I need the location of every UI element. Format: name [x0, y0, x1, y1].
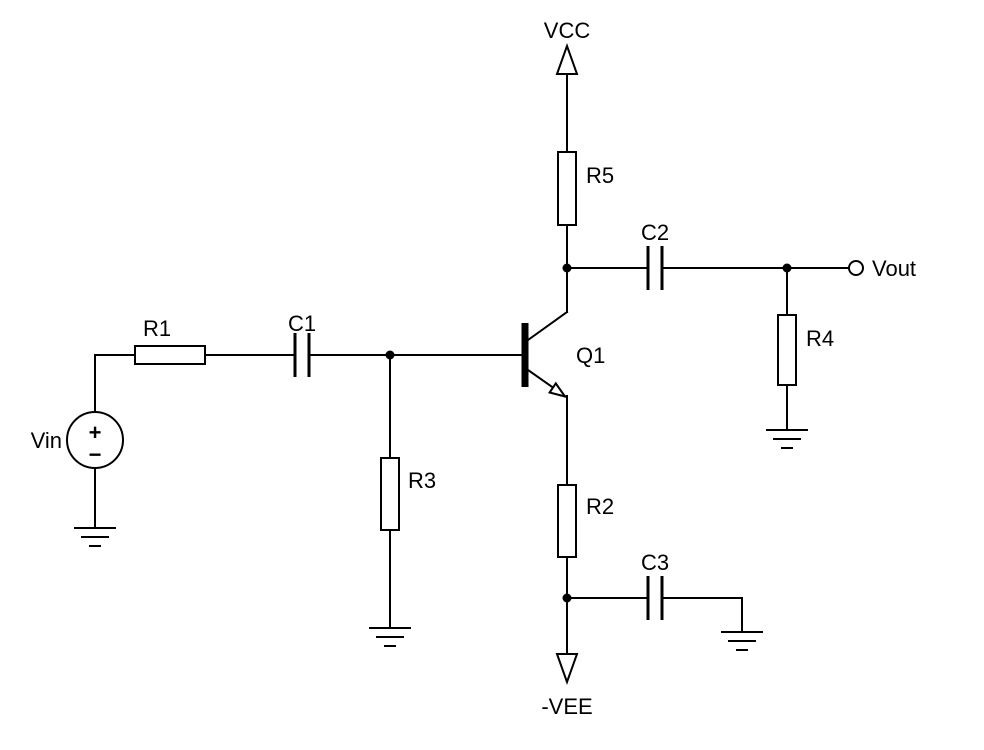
resistor-label: R1 [143, 316, 171, 341]
vout-label: Vout [872, 256, 916, 281]
resistor-r5: R5 [557, 151, 614, 269]
collector-net [562, 263, 649, 313]
minus-sign: − [89, 442, 102, 467]
resistor-label: R2 [586, 494, 614, 519]
resistor-label: R4 [806, 326, 834, 351]
resistor-body [557, 484, 577, 558]
vcc-label: VCC [544, 18, 591, 43]
vin-source: Vin + − [31, 354, 124, 529]
resistor-label: R5 [586, 163, 614, 188]
vout-terminal-icon [848, 260, 864, 276]
resistor-label: R3 [408, 468, 436, 493]
ground-symbol-r4 [766, 429, 808, 449]
output-net: Vout [782, 256, 916, 281]
capacitor-label: C3 [641, 550, 669, 575]
vee-label: -VEE [541, 694, 592, 719]
capacitor-label: C1 [288, 311, 316, 336]
ground-symbol-r3 [369, 627, 411, 647]
resistor-body [557, 151, 577, 226]
ground-symbol-c3 [721, 631, 763, 651]
emitter-arrow-icon [547, 381, 568, 399]
junction-dot [562, 263, 572, 273]
resistor-body [134, 345, 206, 365]
capacitor-c3: C3 [566, 550, 743, 633]
capacitor-label: C2 [641, 220, 669, 245]
transistor-q1: Q1 [521, 310, 605, 399]
ground-symbol-vin [74, 527, 116, 547]
plus-sign: + [89, 420, 102, 445]
resistor-r1: R1 [94, 316, 296, 365]
vee-arrow-icon [555, 653, 579, 685]
vin-label: Vin [31, 428, 62, 453]
capacitor-c1: C1 [288, 311, 523, 377]
vcc-rail: VCC [544, 18, 591, 153]
capacitor-c2: C2 [641, 220, 788, 290]
vcc-arrow-icon [555, 43, 579, 75]
transistor-label: Q1 [576, 343, 605, 368]
resistor-r2: R2 [557, 395, 614, 603]
resistor-r4: R4 [777, 267, 834, 431]
transistor-collector-lead [526, 310, 569, 342]
resistor-body [380, 457, 400, 531]
vee-rail: -VEE [541, 597, 593, 719]
resistor-body [777, 314, 797, 386]
resistor-r3: R3 [380, 354, 436, 629]
